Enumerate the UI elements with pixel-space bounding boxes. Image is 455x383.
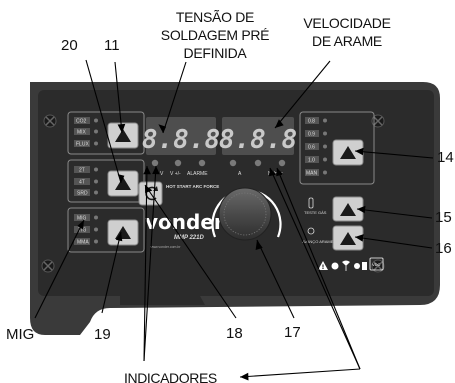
svg-text:!: ! bbox=[322, 264, 325, 271]
callout-20: 20 bbox=[61, 37, 78, 54]
trigger-label-srd: SRD bbox=[77, 191, 88, 197]
callout-14: 14 bbox=[437, 149, 454, 166]
test-gas-label: TESTE GÁS bbox=[304, 210, 327, 215]
gas-cylinder-icon bbox=[308, 197, 314, 209]
model-label: MMP 221D bbox=[174, 235, 204, 241]
indicator-label-v: V bbox=[160, 171, 164, 177]
indicator-leds bbox=[151, 159, 286, 167]
gas-labels: CO2 MIX FLUX 2T 4T SRD MIG TIG MMA bbox=[74, 117, 90, 246]
process-label-tig: TIG bbox=[78, 228, 86, 234]
gas-label-flux: FLUX bbox=[76, 142, 89, 148]
callout-arrows bbox=[34, 59, 434, 378]
wire-speed-digits: 8.8.8 bbox=[219, 125, 297, 155]
process-select-button[interactable] bbox=[107, 219, 139, 246]
trigger-label-4t: 4T bbox=[79, 180, 85, 186]
callout-indicadores: INDICADORES bbox=[124, 370, 217, 383]
indicator-label-a: A bbox=[238, 171, 242, 177]
wire-feed-label: AVANÇO ARAME bbox=[302, 239, 334, 244]
triangle-up-icon bbox=[340, 146, 356, 159]
callout-16: 16 bbox=[435, 240, 452, 257]
wire-label-09: 0.9 bbox=[308, 132, 315, 138]
indicator-label-vpm: V +/- bbox=[170, 171, 181, 177]
voltage-display: 8.8.8 bbox=[142, 117, 220, 155]
callout-18: 18 bbox=[226, 325, 243, 342]
vdc-badge bbox=[369, 257, 384, 271]
safety-symbols-icon bbox=[331, 260, 367, 271]
mode-leds bbox=[94, 118, 98, 244]
warning-icon: ! bbox=[318, 261, 328, 271]
adjust-knob[interactable] bbox=[211, 187, 282, 241]
wire-spool-icon bbox=[307, 227, 315, 235]
wire-label-08: 0.8 bbox=[308, 119, 315, 125]
process-label-mma: MMA bbox=[77, 240, 89, 246]
triangle-up-icon bbox=[340, 232, 356, 245]
triangle-up-icon bbox=[115, 129, 131, 142]
callout-15: 15 bbox=[435, 209, 452, 226]
screw-icon bbox=[41, 114, 385, 273]
wire-leds bbox=[323, 118, 327, 175]
callout-mig: MIG bbox=[6, 326, 34, 343]
trigger-mode-button[interactable] bbox=[107, 170, 139, 197]
voltage-digits: 8.8.8 bbox=[142, 125, 220, 155]
wire-label-10: 1.0 bbox=[308, 158, 315, 164]
wire-select-block bbox=[299, 111, 375, 185]
website-label: www.vonder.com.br bbox=[150, 245, 181, 249]
triangle-up-icon bbox=[340, 203, 356, 216]
wire-label-man: MAN bbox=[306, 171, 318, 177]
gas-label-mix: MIX bbox=[77, 130, 87, 136]
gas-label-co2: CO2 bbox=[76, 119, 87, 125]
callout-11: 11 bbox=[104, 37, 120, 54]
process-label-mig: MIG bbox=[77, 216, 87, 222]
wire-speed-display: 8.8.8 bbox=[219, 117, 297, 155]
vdc-label: VDC bbox=[372, 262, 381, 267]
callout-17: 17 bbox=[284, 324, 301, 341]
test-gas-button[interactable] bbox=[332, 196, 364, 222]
arrowheads bbox=[77, 119, 366, 381]
wire-label-06: 0.6 bbox=[308, 145, 315, 151]
hot-start-label: HOT START ARC FORCE bbox=[166, 184, 219, 189]
wire-feed-button[interactable] bbox=[332, 225, 364, 251]
trigger-label-2t: 2T bbox=[79, 168, 85, 174]
indicator-label-alarme: ALARME bbox=[187, 171, 208, 177]
callout-tensao: TENSÃO DE SOLDAGEM PRÉ DEFINIDA bbox=[160, 9, 270, 61]
gas-selector-block bbox=[67, 111, 145, 253]
brand-logo: vonder bbox=[145, 210, 224, 234]
gas-select-button[interactable] bbox=[107, 122, 139, 149]
callout-velocidade: VELOCIDADE DE ARAME bbox=[303, 15, 391, 49]
triangle-up-icon bbox=[115, 177, 131, 190]
wire-labels: 0.8 0.9 0.6 1.0 MAN bbox=[305, 117, 319, 177]
callout-19: 19 bbox=[94, 326, 111, 343]
